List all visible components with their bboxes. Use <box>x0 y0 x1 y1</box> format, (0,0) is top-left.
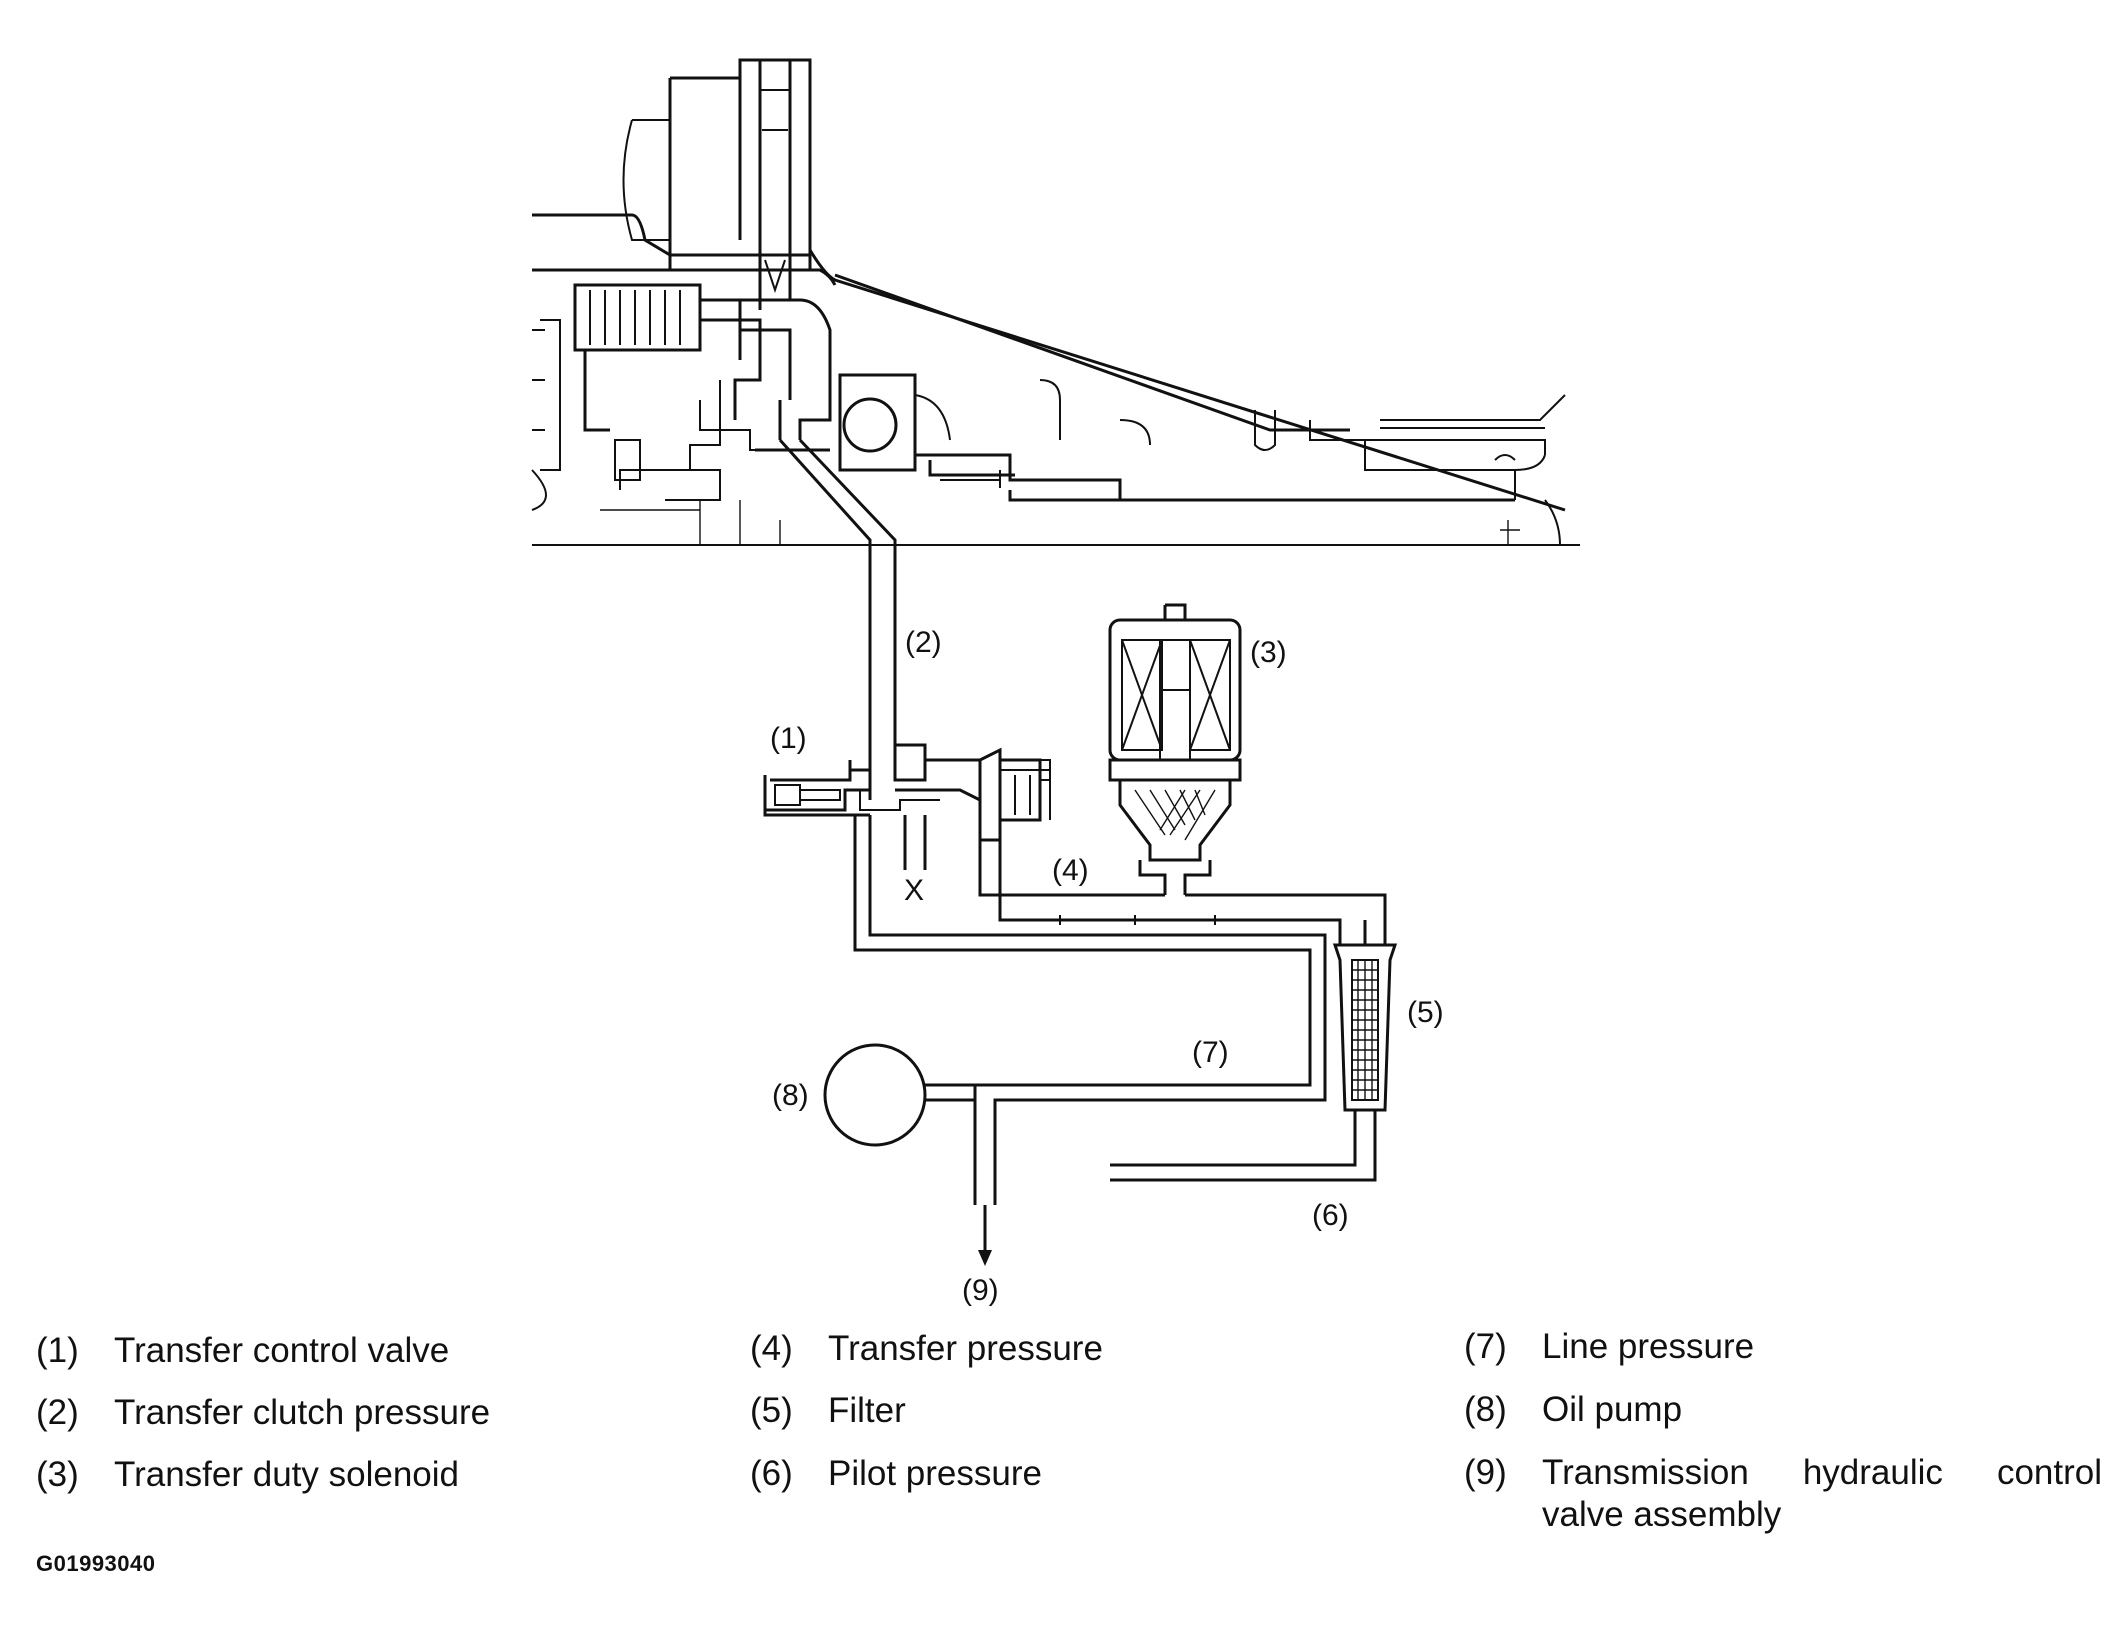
hydraulic-lines <box>823 815 1398 1266</box>
transfer-control-valve <box>763 743 1051 870</box>
callout-5: (5) <box>1407 996 1444 1029</box>
callout-7: (7) <box>1192 1036 1229 1069</box>
oil-pump <box>823 1043 927 1147</box>
transmission-cross-section <box>531 58 1580 760</box>
callout-1: (1) <box>770 722 807 755</box>
callout-8: (8) <box>772 1079 809 1112</box>
transfer-clutch-pack <box>573 283 762 432</box>
callout-3: (3) <box>1250 636 1287 669</box>
transfer-duty-solenoid <box>1108 603 1242 895</box>
callout-4: (4) <box>1052 854 1089 887</box>
callout-9: (9) <box>962 1274 999 1307</box>
filter <box>1332 943 1398 1112</box>
drain-mark: X <box>904 874 924 907</box>
callout-6: (6) <box>1312 1199 1349 1232</box>
bearing <box>838 373 951 472</box>
callout-2: (2) <box>905 626 942 659</box>
